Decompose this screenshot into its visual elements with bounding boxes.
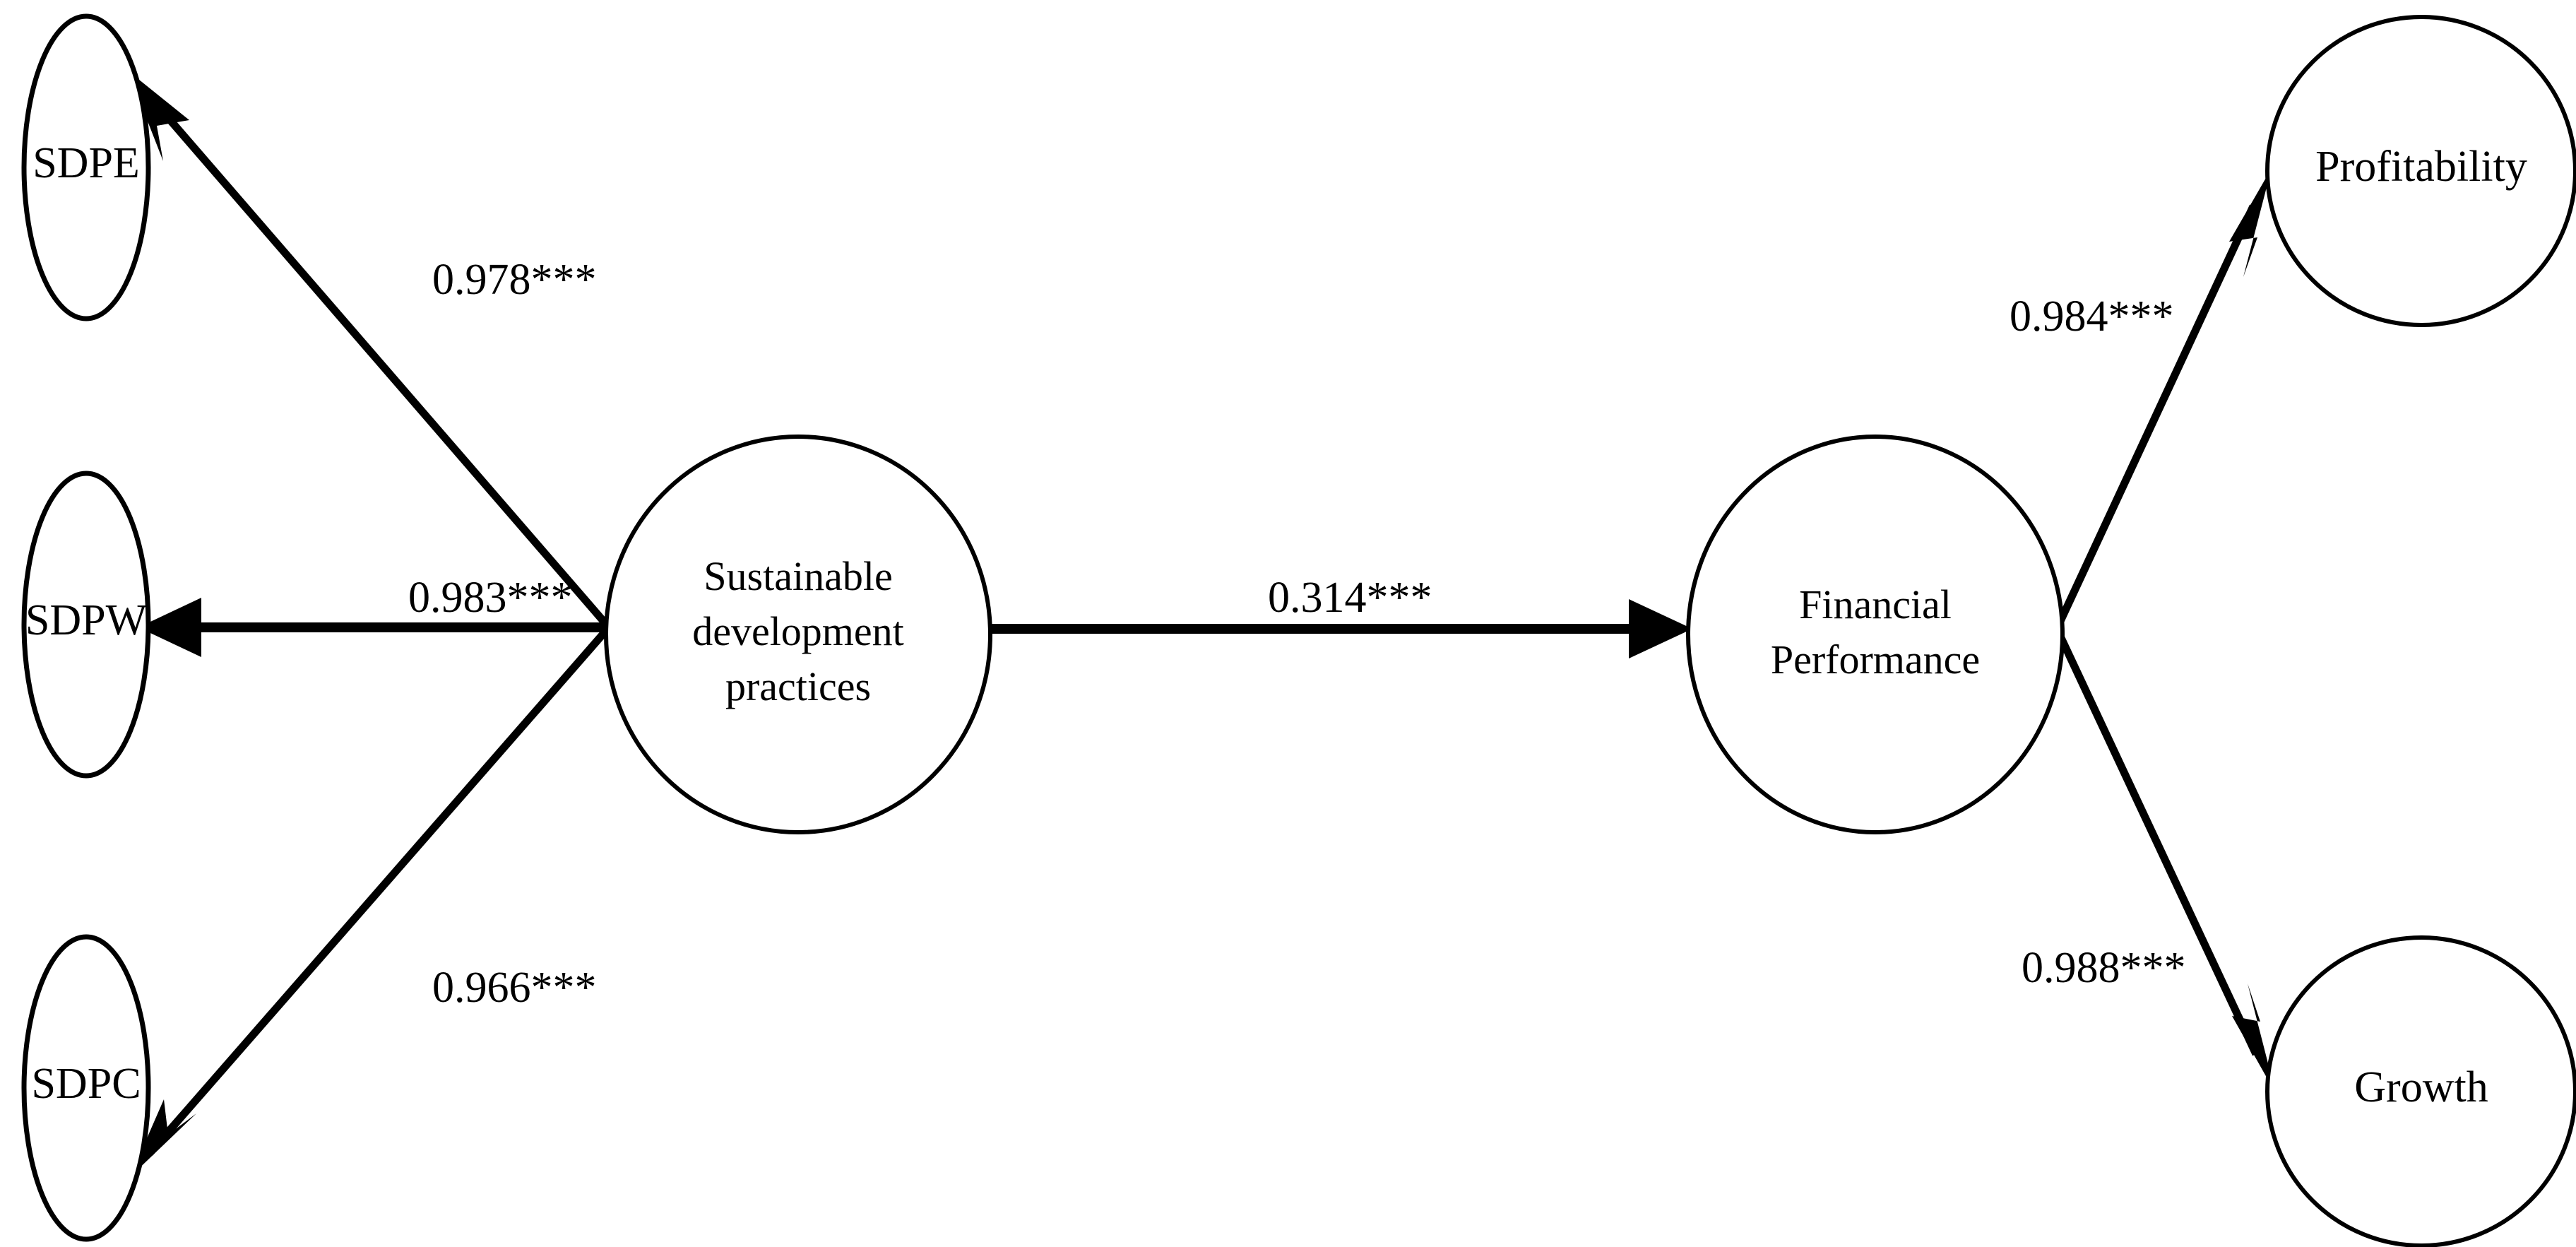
node-sdpc-label: SDPC [31,1060,141,1108]
node-profitability-shape[interactable] [2265,15,2576,327]
node-profitability[interactable]: Profitability [2265,15,2576,327]
edge-label-sdp-sdpc: 0.966*** [432,964,597,1012]
node-financial-performance-label-line1: Financial [1799,581,1952,627]
node-profitability-label: Profitability [2315,143,2527,191]
edge-line-finperf-profit [2053,204,2257,631]
node-financial-performance[interactable]: Financial Performance [1686,435,2065,834]
arrow-head-growth [2232,983,2276,1094]
arrow-head-financial-performance [1629,599,1692,658]
node-sdpc-shape[interactable] [21,934,151,1242]
edge-label-finperf-profit: 0.984*** [2010,292,2174,341]
node-sdpw-shape[interactable] [21,471,151,779]
node-financial-performance-shape[interactable] [1686,435,2065,834]
edge-label-finperf-growth: 0.988*** [2022,944,2186,992]
edge-label-sdp-sdpe: 0.978*** [432,256,597,304]
arrow-head-profitability [2229,168,2272,277]
node-sdpw[interactable]: SDPW [21,471,151,779]
node-growth-shape[interactable] [2265,935,2576,1247]
node-sdpe-shape[interactable] [21,13,151,321]
edge-sdp-to-sdpe: 0.978*** [128,71,612,630]
node-growth-label: Growth [2354,1063,2488,1111]
node-sdpc[interactable]: SDPC [21,934,151,1242]
edge-sdp-to-sdpw: 0.983*** [138,574,609,657]
edge-label-sdp-finperf: 0.314*** [1268,574,1432,622]
edge-line-finperf-growth [2053,627,2260,1056]
node-sdp-shape[interactable] [604,435,992,834]
node-sdpe-label: SDPE [32,139,140,187]
node-sdp-label-line2: development [692,608,904,654]
node-financial-performance-label-line2: Performance [1771,637,1980,682]
edge-label-sdp-sdpw: 0.983*** [408,574,573,622]
node-sustainable-development-practices[interactable]: Sustainable development practices [604,435,992,834]
node-sdp-label-line1: Sustainable [704,553,892,599]
node-growth[interactable]: Growth [2265,935,2576,1247]
edge-sdp-to-financial-performance: 0.314*** [989,574,1692,658]
node-sdp-label-line3: practices [725,663,871,709]
node-sdpe[interactable]: SDPE [21,13,151,321]
edge-sdp-to-sdpc: 0.966*** [130,625,612,1177]
edge-line-sdp-sdpe [143,90,612,630]
arrow-head-sdpw [138,598,201,657]
arrow-head-sdpe [128,71,189,161]
edge-financial-performance-to-profitability: 0.984*** [2010,168,2272,631]
node-sdpw-label: SDPW [25,596,148,644]
arrow-head-sdpc [130,1099,196,1177]
edge-line-sdp-sdpc [146,625,612,1156]
edge-financial-performance-to-growth: 0.988*** [2022,627,2276,1094]
